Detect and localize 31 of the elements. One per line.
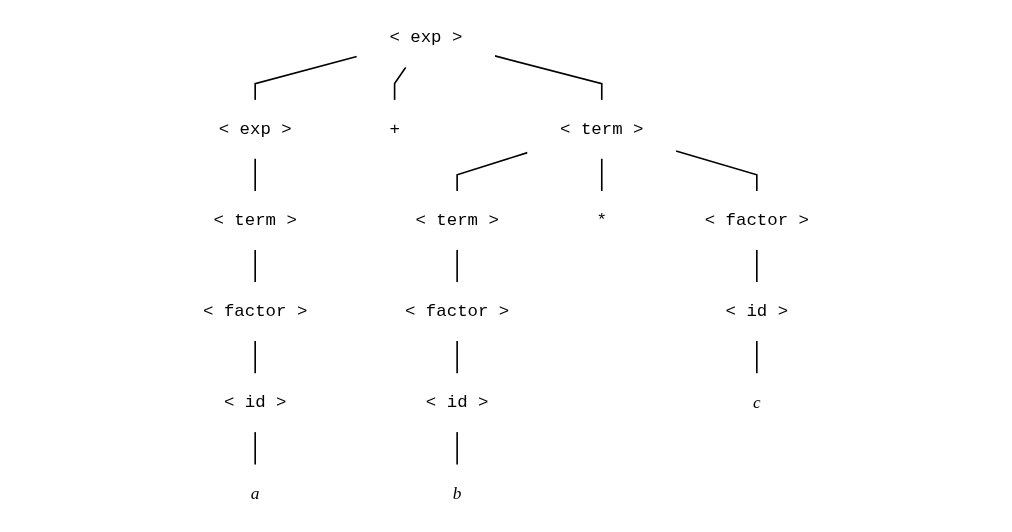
node-text: < term > bbox=[560, 119, 644, 139]
node-text: < exp > bbox=[389, 28, 463, 48]
node-text: + bbox=[389, 119, 400, 139]
node-text: < id > bbox=[425, 393, 489, 413]
node-text: < term > bbox=[213, 210, 297, 231]
connector bbox=[675, 150, 758, 192]
connector bbox=[254, 248, 256, 284]
node-text: < id > bbox=[725, 301, 789, 322]
node-text: c bbox=[752, 393, 761, 412]
connector bbox=[756, 248, 758, 284]
connector bbox=[456, 431, 458, 466]
connector bbox=[254, 340, 256, 375]
connector bbox=[456, 248, 458, 284]
node-text: < factor > bbox=[405, 301, 510, 322]
node-text: < term > bbox=[415, 210, 499, 231]
node-text: < exp > bbox=[218, 119, 292, 139]
node-text: < factor > bbox=[203, 301, 308, 322]
connector bbox=[456, 151, 529, 192]
node-text: * bbox=[596, 210, 607, 231]
connector bbox=[756, 340, 758, 375]
connector bbox=[456, 340, 458, 375]
connector bbox=[254, 157, 256, 192]
node-text: b bbox=[452, 484, 462, 503]
connector bbox=[600, 157, 603, 192]
connector bbox=[494, 55, 603, 101]
node-text: < id > bbox=[223, 393, 287, 413]
connector bbox=[254, 55, 358, 101]
node-text: a bbox=[250, 484, 260, 503]
connector bbox=[254, 431, 256, 466]
node-text: < factor > bbox=[704, 210, 809, 231]
connector bbox=[393, 66, 407, 101]
